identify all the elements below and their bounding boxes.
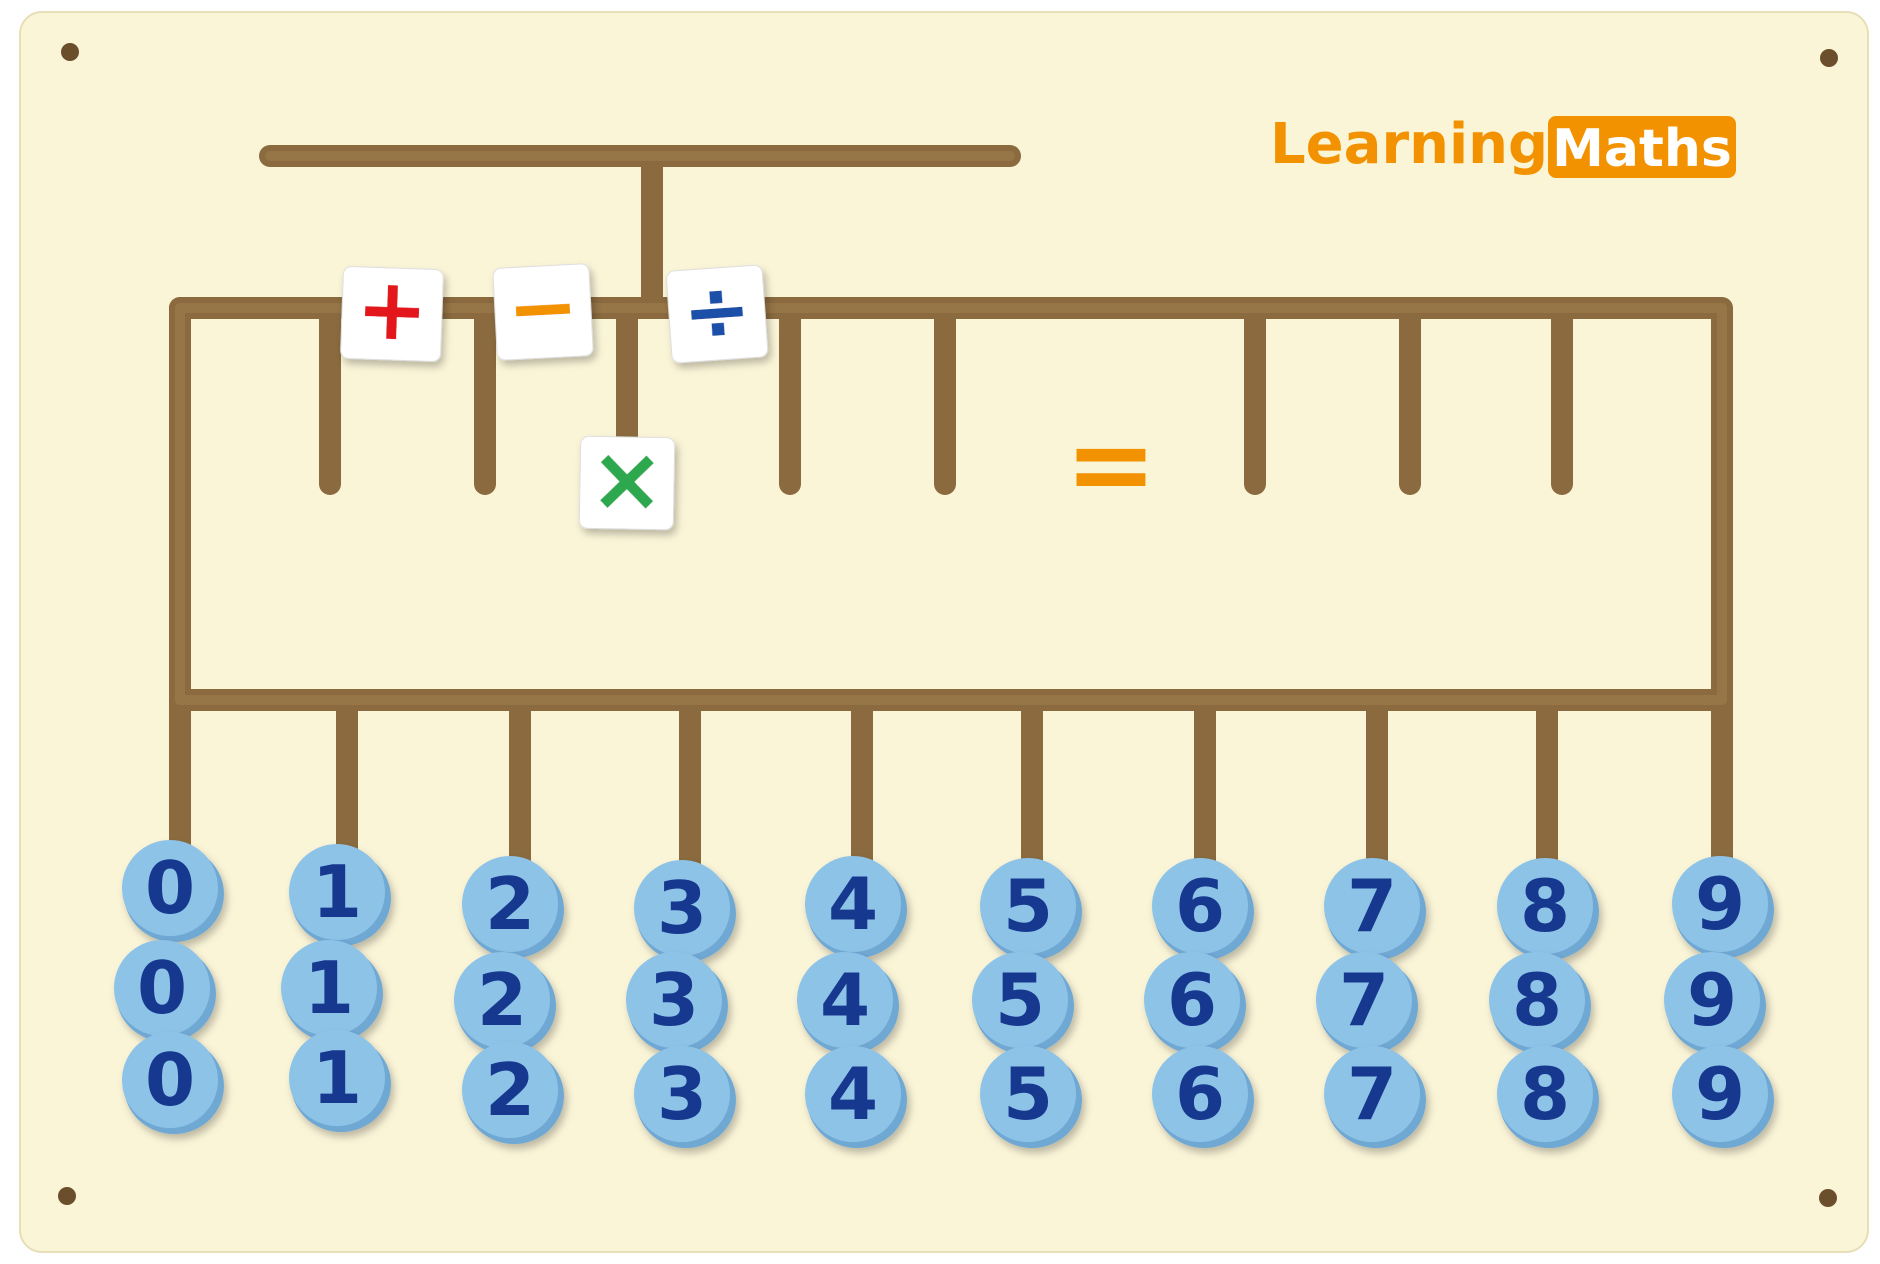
brand-word: Learning: [1270, 112, 1548, 177]
token-digit: 8: [1520, 864, 1570, 948]
token-digit: 1: [312, 850, 362, 934]
number-token-0-1[interactable]: 0: [122, 840, 224, 942]
number-token-4-2[interactable]: 4: [797, 952, 899, 1054]
equation-slot-grooves: [319, 297, 1573, 495]
token-digit: 4: [828, 1052, 878, 1136]
token-digit: 5: [1003, 864, 1053, 948]
minus-symbol: −: [504, 256, 581, 360]
plus-tile[interactable]: +: [340, 258, 444, 362]
token-column-6: 6 6 6: [1144, 858, 1254, 1148]
token-digit: 3: [649, 958, 699, 1042]
token-digit: 3: [657, 1052, 707, 1136]
number-token-1-1[interactable]: 1: [289, 844, 391, 946]
number-token-2-1[interactable]: 2: [462, 856, 564, 958]
number-token-5-2[interactable]: 5: [972, 952, 1074, 1054]
token-digit: 9: [1687, 958, 1737, 1042]
number-token-5-1[interactable]: 5: [980, 858, 1082, 960]
number-token-1-2[interactable]: 1: [281, 940, 383, 1042]
token-digit: 8: [1512, 958, 1562, 1042]
token-digit: 3: [657, 866, 707, 950]
number-token-3-3[interactable]: 3: [634, 1046, 736, 1148]
token-column-0: 000: [114, 840, 224, 1134]
token-digit: 6: [1167, 958, 1217, 1042]
screw-hole-top-right: [1820, 49, 1838, 67]
token-digit: 7: [1339, 958, 1389, 1042]
brand-badge-word: Maths: [1552, 119, 1732, 179]
token-digit: 0: [145, 1038, 195, 1122]
number-token-2-2[interactable]: 2: [454, 952, 556, 1054]
token-column-9: 9 9 9: [1664, 856, 1774, 1148]
token-digit: 0: [137, 946, 187, 1030]
screw-hole-bottom-left: [58, 1187, 76, 1205]
token-column-3: 333: [626, 860, 736, 1148]
number-token-9-1[interactable]: 9: [1672, 856, 1774, 958]
number-token-8-1[interactable]: 8: [1497, 858, 1599, 960]
multiply-tile[interactable]: ×: [578, 426, 676, 533]
token-digit: 6: [1175, 864, 1225, 948]
multiply-symbol: ×: [588, 426, 665, 532]
token-digit: 9: [1695, 1052, 1745, 1136]
token-column-8: 8 8 8: [1489, 858, 1599, 1148]
divide-symbol: ÷: [679, 262, 754, 362]
token-digit: 0: [145, 846, 195, 930]
operator-tiles: + − ÷ ×: [340, 256, 769, 533]
number-token-3-1[interactable]: 3: [634, 860, 736, 962]
minus-tile[interactable]: −: [492, 256, 594, 361]
screw-hole-top-left: [61, 43, 79, 61]
number-token-9-2[interactable]: 9: [1664, 952, 1766, 1054]
number-token-0-2[interactable]: 0: [114, 940, 216, 1042]
token-column-5: 5 5 5: [972, 858, 1082, 1148]
token-digit: 2: [485, 1048, 535, 1132]
number-token-8-3[interactable]: 8: [1497, 1046, 1599, 1148]
number-token-9-3[interactable]: 9: [1672, 1046, 1774, 1148]
token-column-2: 222: [454, 856, 564, 1144]
token-digit: 1: [304, 946, 354, 1030]
number-token-0-3[interactable]: 0: [122, 1032, 224, 1134]
token-digit: 5: [995, 958, 1045, 1042]
token-digit: 2: [485, 862, 535, 946]
token-digit: 8: [1520, 1052, 1570, 1136]
token-digit: 4: [820, 958, 870, 1042]
equals-sign: =: [1065, 400, 1157, 528]
number-token-8-2[interactable]: 8: [1489, 952, 1591, 1054]
number-token-6-1[interactable]: 6: [1152, 858, 1254, 960]
token-digit: 6: [1175, 1052, 1225, 1136]
number-token-7-1[interactable]: 7: [1324, 858, 1426, 960]
token-digit: 7: [1347, 864, 1397, 948]
token-digit: 7: [1347, 1052, 1397, 1136]
token-column-4: 4 4 4: [797, 856, 907, 1148]
brand-badge: [1548, 116, 1736, 178]
number-token-2-3[interactable]: 2: [462, 1042, 564, 1144]
screw-holes: [58, 43, 1838, 1207]
screw-hole-bottom-right: [1819, 1189, 1837, 1207]
number-token-5-3[interactable]: 5: [980, 1046, 1082, 1148]
number-token-7-3[interactable]: 7: [1324, 1046, 1426, 1148]
number-token-4-1[interactable]: 4: [805, 856, 907, 958]
number-token-3-2[interactable]: 3: [626, 952, 728, 1054]
token-digit: 9: [1695, 862, 1745, 946]
number-token-6-2[interactable]: 6: [1144, 952, 1246, 1054]
brand-logo: Learning Maths: [1270, 112, 1736, 179]
token-digit: 4: [828, 862, 878, 946]
token-column-7: 7 7 7: [1316, 858, 1426, 1148]
token-digit: 5: [1003, 1052, 1053, 1136]
groove-inner: [175, 151, 1727, 705]
number-token-4-3[interactable]: 4: [805, 1046, 907, 1148]
divide-tile[interactable]: ÷: [666, 261, 769, 364]
token-digit: 2: [477, 958, 527, 1042]
digit-column-grooves: [336, 689, 1733, 881]
number-token-1-3[interactable]: 1: [289, 1030, 391, 1132]
token-column-1: 111: [281, 844, 391, 1132]
number-token-6-3[interactable]: 6: [1152, 1046, 1254, 1148]
token-digit: 1: [312, 1036, 362, 1120]
number-token-7-2[interactable]: 7: [1316, 952, 1418, 1054]
plus-symbol: +: [354, 259, 430, 361]
